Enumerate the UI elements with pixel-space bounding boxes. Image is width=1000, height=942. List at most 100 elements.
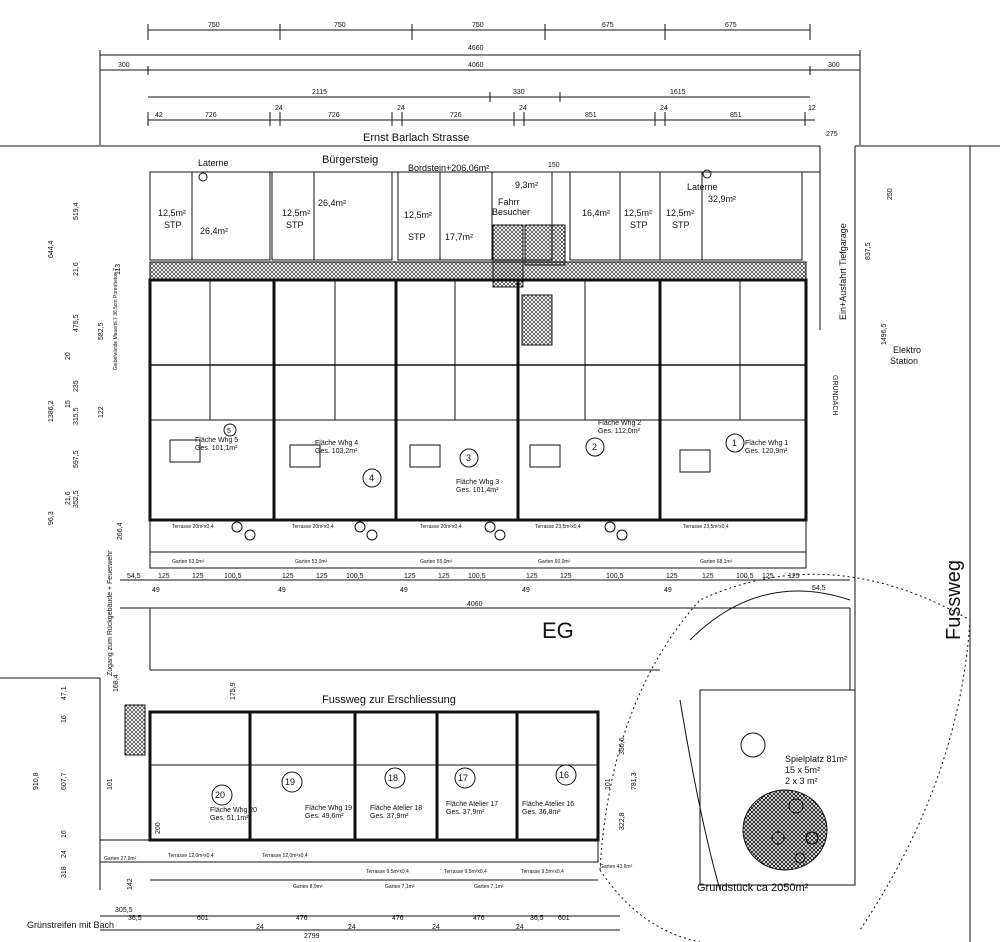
dim-label: 49 xyxy=(152,587,160,594)
unit-marker xyxy=(454,767,476,789)
dim-label: 125 xyxy=(438,573,450,580)
inner-footpath-label: Fussweg zur Erschliessung xyxy=(322,694,456,706)
apartment-area: Ges. 120,9m² xyxy=(745,448,788,455)
dim-label: 100,5 xyxy=(224,573,242,580)
apartment-marker xyxy=(362,468,382,488)
apartment-area: Ges. 101,4m² xyxy=(456,487,499,494)
dim-label: 475,5 xyxy=(73,314,80,332)
garden-label: Garten 53,0m² xyxy=(172,559,205,565)
dim-label: 125 xyxy=(192,573,204,580)
dim-label: 113 xyxy=(115,264,122,275)
unit-label: Fläche Whg 19 xyxy=(305,805,352,812)
dim-label: 100,5 xyxy=(468,573,486,580)
dim-label: 142 xyxy=(127,878,134,890)
dim-label: 644,4 xyxy=(48,240,55,258)
terrace-label: Terrasse 20m²x0,4 xyxy=(172,524,214,530)
dim-label: 100,5 xyxy=(736,573,754,580)
dim-label: 150 xyxy=(548,162,560,169)
parking-area: 32,9m² xyxy=(708,194,736,204)
dim-label: 1615 xyxy=(670,89,686,96)
plot-label: Grundstück ca 2050m² xyxy=(697,882,809,894)
dim-label: 101 xyxy=(107,778,114,790)
garden-label: Garten 43,6m² xyxy=(600,864,633,870)
dim-label: 250 xyxy=(887,188,894,200)
unit-area: Ges. 36,8m² xyxy=(522,809,561,816)
parking-type: STP xyxy=(164,220,182,230)
dim-label: 125 xyxy=(666,573,678,580)
dim-label: 235 xyxy=(73,380,80,392)
garden-label: Garten 53,0m² xyxy=(295,559,328,565)
dim-label: 275 xyxy=(826,131,838,138)
dim-label: 125 xyxy=(762,573,774,580)
dim-label: 24 xyxy=(256,924,264,931)
dim-label: 305,5 xyxy=(115,907,133,914)
apartment-label: Fläche Whg 3 xyxy=(456,479,499,486)
dim-label: 851 xyxy=(730,112,742,119)
dim-label: 16 xyxy=(61,830,68,838)
dim-label: 750 xyxy=(472,22,484,29)
dim-label: 675 xyxy=(725,22,737,29)
dim-label: 24 xyxy=(397,105,405,112)
parking-area: 16,4m² xyxy=(582,208,610,218)
dim-label: 726 xyxy=(205,112,217,119)
dim-label: 125 xyxy=(560,573,572,580)
dim-label: 4660 xyxy=(468,45,484,52)
parking-area: 9,3m² xyxy=(515,180,538,190)
parking-area: 12,5m² xyxy=(404,210,432,220)
dim-label: 125 xyxy=(404,573,416,580)
terrace-label: Terrasse 12,0m²x0,4 xyxy=(262,853,308,859)
apartment-marker xyxy=(223,423,237,437)
sidewalk-label: Bürgersteig xyxy=(322,154,378,166)
dim-label: 100,5 xyxy=(606,573,624,580)
unit-marker xyxy=(211,784,233,806)
unit-area: Ges. 49,6m² xyxy=(305,813,344,820)
dim-label: 21,6 xyxy=(65,491,72,505)
parking-area: 12,5m² xyxy=(624,208,652,218)
dim-label: 125 xyxy=(526,573,538,580)
dim-label: 49 xyxy=(400,587,408,594)
stream-label: Grünstreifen mit Bach xyxy=(27,920,114,930)
dim-label: 476 xyxy=(473,915,485,922)
terrace-label: Terrasse 23,5m²x0,4 xyxy=(535,524,581,530)
apartment-label: Fläche Whg 2 xyxy=(598,420,641,427)
dim-label: 476 xyxy=(392,915,404,922)
lamp-icon xyxy=(702,169,712,179)
garden-label: Garten 55,0m² xyxy=(420,559,453,565)
dim-label: 352,5 xyxy=(73,490,80,508)
unit-number: 18 xyxy=(388,773,398,783)
parking-type: STP xyxy=(630,220,648,230)
dim-label: 1496,5 xyxy=(881,323,888,345)
dim-label: 597,5 xyxy=(73,450,80,468)
dim-label: 24 xyxy=(516,924,524,931)
unit-area: Ges. 37,9m² xyxy=(370,813,409,820)
plot-boundary xyxy=(599,573,971,871)
apartment-label: Fläche Whg 4 xyxy=(315,440,358,447)
dim-label: 851 xyxy=(585,112,597,119)
apartment-marker xyxy=(725,433,745,453)
dim-label: 726 xyxy=(328,112,340,119)
dim-label: 36,5 xyxy=(530,915,544,922)
apartment-number: 5 xyxy=(227,428,231,435)
apartment-label: Fläche Whg 5 xyxy=(195,437,238,444)
terrace-label: Terrasse 9,5m²x0,4 xyxy=(366,869,409,875)
dim-label: 781,3 xyxy=(631,772,638,790)
dim-label: 54,5 xyxy=(127,573,141,580)
dim-label: 24 xyxy=(432,924,440,931)
parking-area: 17,7m² xyxy=(445,232,473,242)
curb-label: Bordstein+206,06m² xyxy=(408,163,489,173)
dim-label: 12 xyxy=(808,105,816,112)
tree-icon xyxy=(740,732,766,758)
parking-type: STP xyxy=(286,220,304,230)
parking-area: 26,4m² xyxy=(200,226,228,236)
dim-label: 54,5 xyxy=(812,585,826,592)
playground-title: Spielplatz 81m² xyxy=(785,754,847,764)
mid-dimension-chain xyxy=(120,579,851,690)
parking-type: STP xyxy=(672,220,690,230)
dim-label: 910,8 xyxy=(33,772,40,790)
dim-label: 601 xyxy=(197,915,209,922)
dim-label: 24 xyxy=(519,105,527,112)
garden-label: Garten 7,1m² xyxy=(474,884,504,890)
playground-line1: 15 x 5m² xyxy=(785,765,820,775)
